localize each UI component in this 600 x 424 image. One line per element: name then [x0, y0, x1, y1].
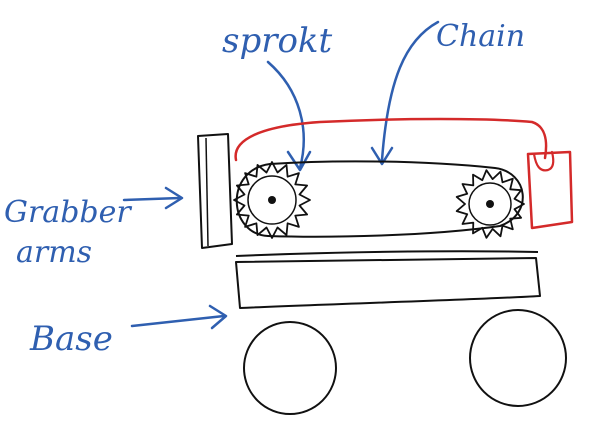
right-wheel	[469, 309, 567, 407]
right-arm-hook	[532, 150, 555, 172]
left-wheel	[243, 321, 337, 415]
right-sprocket	[455, 169, 525, 239]
sprocket-rim	[247, 175, 297, 225]
grabber-arms-label-line1: Grabber	[4, 195, 132, 230]
chain-loop	[235, 160, 524, 238]
chain-label: Chain	[436, 19, 525, 54]
base-body	[235, 257, 541, 309]
right-grabber-arm	[526, 150, 574, 230]
left-arm-inner-line	[205, 137, 209, 247]
sprocket-arrow	[266, 60, 312, 172]
chain-arrow	[370, 20, 440, 166]
base-top-rail	[235, 250, 539, 257]
left-grabber-arm	[197, 133, 233, 249]
left-sprocket	[233, 161, 311, 239]
sprocket-hub	[268, 196, 276, 204]
sprocket-label: sprokt	[222, 21, 333, 61]
sprocket-teeth	[233, 161, 311, 239]
sprocket-rim	[468, 182, 512, 226]
sprocket-hub	[486, 200, 494, 208]
sprocket-teeth	[455, 169, 525, 239]
red-top-link	[234, 117, 548, 162]
base-arrow	[130, 304, 228, 330]
grabber-arms-arrow	[122, 186, 184, 210]
base-label: Base	[29, 319, 113, 359]
grabber-arms-label-line2: arms	[16, 235, 92, 270]
